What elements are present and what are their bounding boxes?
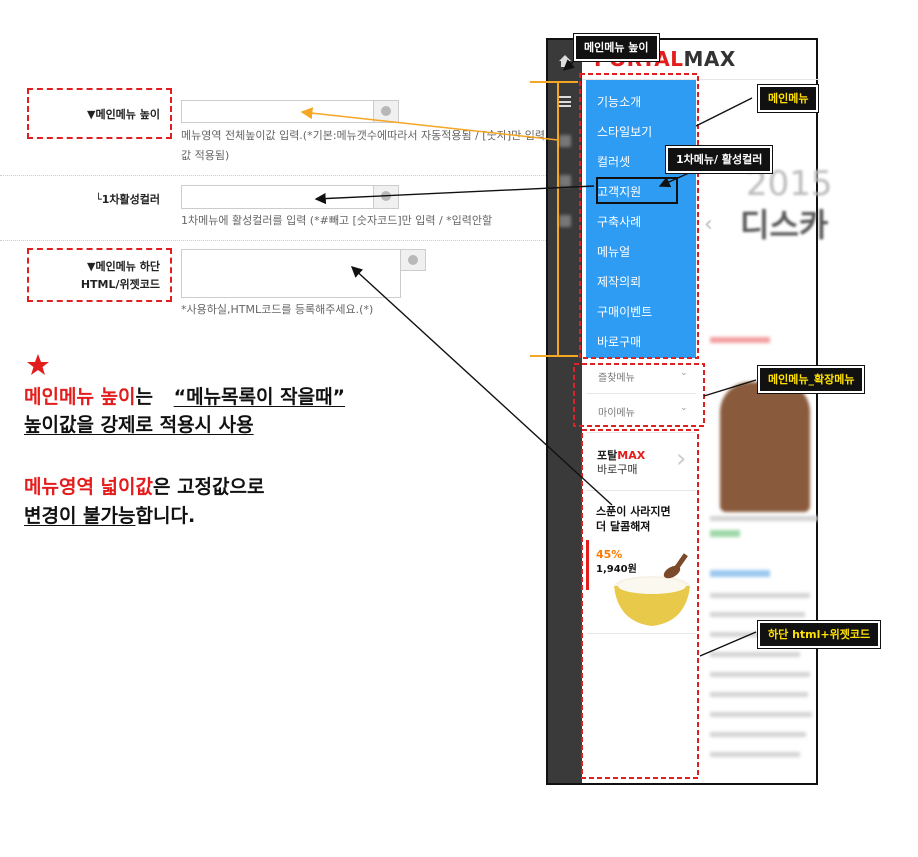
menu-item-request[interactable]: 제작의뢰 bbox=[597, 275, 642, 289]
menu-item-features[interactable]: 기능소개 bbox=[597, 95, 642, 109]
menu-height-label: ▼메인메뉴 높이 bbox=[86, 108, 160, 121]
menu-height-globe-button[interactable] bbox=[373, 100, 399, 123]
callout-main-menu: 메인메뉴 bbox=[758, 85, 819, 112]
bg-product-image bbox=[720, 382, 810, 512]
menu-item-styles[interactable]: 스타일보기 bbox=[597, 125, 653, 139]
active-color-globe-button[interactable] bbox=[373, 185, 399, 209]
star-icon bbox=[27, 354, 49, 375]
highlight-bottom-html-label bbox=[27, 248, 172, 302]
note-line-4: 변경이 불가능합니다. bbox=[24, 505, 196, 527]
bottom-html-globe-button[interactable] bbox=[400, 249, 426, 271]
note-line-3: 메뉴영역 넓이값은 고정값으로 bbox=[24, 476, 265, 498]
callout-active-color: 1차메뉴/ 활성컬러 bbox=[666, 146, 773, 173]
rail-icon bbox=[559, 215, 571, 227]
ext-menu-mymenu[interactable]: 마이메뉴 bbox=[598, 408, 635, 419]
menu-item-event[interactable]: 구매이벤트 bbox=[597, 305, 653, 319]
bottom-html-label-line2: HTML/위젯코드 bbox=[80, 278, 160, 291]
left-icon-rail bbox=[548, 40, 582, 783]
rail-icon bbox=[559, 175, 571, 187]
hamburger-icon[interactable] bbox=[558, 96, 571, 107]
active-menu-highlight bbox=[596, 177, 678, 204]
callout-bottom-html: 하단 html+위젯코드 bbox=[758, 621, 881, 648]
chevron-right-icon: › bbox=[676, 444, 687, 474]
globe-icon bbox=[381, 106, 391, 116]
chevron-down-icon: ⌄ bbox=[680, 368, 688, 378]
menu-item-buy[interactable]: 바로구매 bbox=[597, 335, 642, 349]
menu-item-showcase[interactable]: 구축사례 bbox=[597, 215, 642, 229]
menu-item-manual[interactable]: 메뉴얼 bbox=[597, 245, 631, 259]
ext-menu-favorites[interactable]: 즐찾메뉴 bbox=[598, 373, 635, 384]
menu-height-input[interactable] bbox=[181, 100, 374, 123]
globe-icon bbox=[381, 191, 391, 201]
active-color-input[interactable] bbox=[181, 185, 374, 209]
note-line-1: 메인메뉴 높이는 “메뉴목록이 작을때” bbox=[24, 386, 346, 408]
active-color-label: └1차활성컬러 bbox=[95, 193, 160, 206]
callout-main-menu-height: 메인메뉴 높이 bbox=[574, 34, 659, 61]
ad-sub: 바로구매 bbox=[597, 463, 638, 476]
note-line-2: 높이값을 강제로 적용시 사용 bbox=[24, 414, 254, 436]
rail-icon bbox=[559, 135, 571, 147]
ad-accent-bar bbox=[586, 540, 589, 590]
bottom-html-label-line1: ▼메인메뉴 하단 bbox=[86, 260, 160, 273]
globe-icon bbox=[408, 255, 418, 265]
yogurt-bowl-image bbox=[614, 553, 690, 626]
ad-title-line1: 스푼이 사라지면 bbox=[596, 505, 671, 518]
bottom-html-help: *사용하실,HTML코드를 등록해주세요.(*) bbox=[181, 303, 374, 316]
chevron-down-icon: ⌄ bbox=[680, 403, 688, 413]
menu-item-colorset[interactable]: 컬러셋 bbox=[597, 155, 631, 169]
home-icon[interactable] bbox=[558, 54, 572, 68]
ad-title-line2: 더 달콤해져 bbox=[596, 520, 651, 533]
menu-height-help-line2: 값 적용됨) bbox=[181, 149, 230, 162]
menu-height-help-line1: 메뉴영역 전체높이값 입력.(*기본:메뉴갯수에따라서 자동적용됨 / [숫자]… bbox=[181, 129, 566, 142]
bottom-html-textarea[interactable] bbox=[181, 249, 401, 298]
callout-extended-menu: 메인메뉴_확장메뉴 bbox=[758, 366, 865, 393]
bg-headline: 디스카 bbox=[740, 206, 829, 244]
active-color-help: 1차메뉴에 활성컬러를 입력 (*#빼고 [숫자코드]만 입력 / *입력안할 bbox=[181, 214, 493, 227]
highlight-menu-height-label bbox=[27, 88, 172, 139]
carousel-prev-icon: ‹ bbox=[704, 212, 713, 237]
